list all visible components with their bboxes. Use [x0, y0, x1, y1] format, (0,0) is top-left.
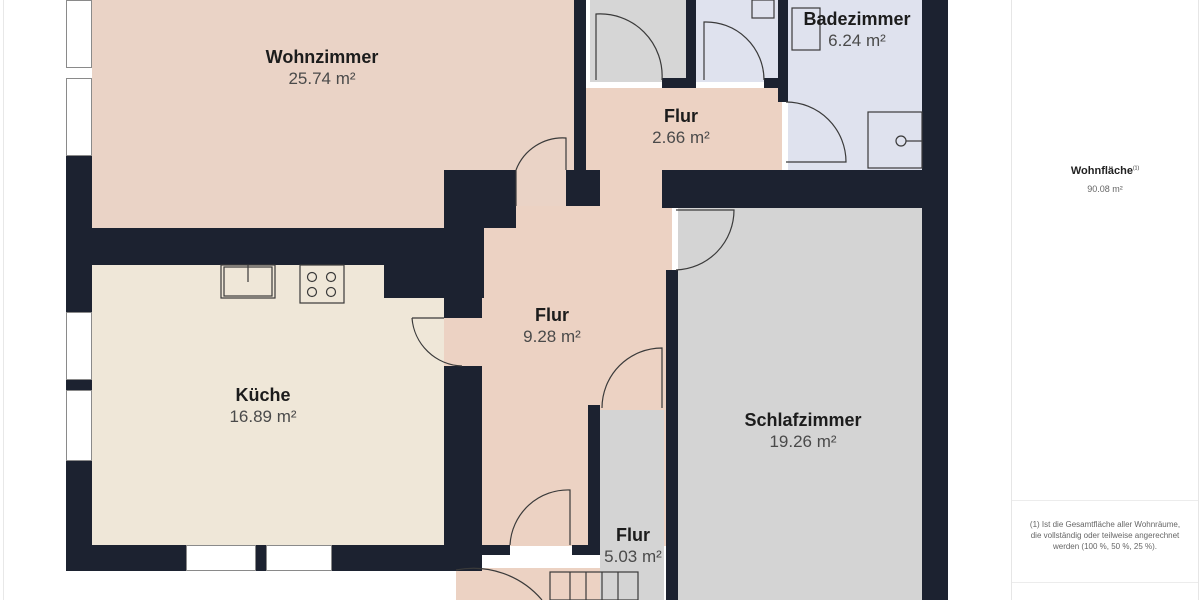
room-label-flur-mid: Flur 9.28 m²: [523, 304, 581, 348]
wall-kueche-east-2: [444, 366, 482, 546]
room-badezimmer[interactable]: [788, 0, 922, 170]
room-label-flur-bottom: Flur 5.03 m²: [604, 524, 662, 568]
page-edge: [3, 0, 4, 600]
room-wc[interactable]: [696, 0, 780, 82]
wall-flur-south-right: [572, 545, 600, 555]
fixtures-overlay: [220, 0, 923, 600]
panel-divider-top: [1012, 500, 1198, 501]
room-area: 25.74 m²: [288, 69, 356, 88]
room-label-badezimmer: Badezimmer 6.24 m²: [803, 8, 910, 52]
panel-divider-bottom: [1012, 582, 1198, 583]
wall-flur-schlaf: [662, 170, 948, 208]
info-panel: [1011, 0, 1199, 600]
room-area: 2.66 m²: [652, 128, 710, 147]
room-name: Badezimmer: [803, 9, 911, 29]
footnote: (1) Ist die Gesamtfläche aller Wohnräume…: [1029, 520, 1181, 551]
room-name: Schlafzimmer: [744, 410, 862, 430]
wall-flur-mid-west-lower: [444, 545, 482, 571]
wall-wohn-east-lower: [444, 170, 516, 228]
wall-storage-south: [662, 78, 692, 88]
window-south-1: [186, 545, 256, 571]
summary-label: Wohnfläche: [1070, 165, 1133, 177]
window-west-1: [66, 0, 92, 68]
room-name: Flur: [615, 525, 650, 545]
wall-flur-stub: [566, 170, 600, 206]
room-area: 19.26 m²: [769, 432, 837, 451]
room-name: Flur: [534, 305, 569, 325]
room-label-schlafzimmer: Schlafzimmer 19.26 m²: [744, 409, 861, 453]
wall-flur-bottom-west: [588, 405, 600, 555]
living-area-summary: Wohnfläche(1) 90.08 m²: [1012, 165, 1198, 194]
room-flur-top[interactable]: [586, 88, 782, 170]
wall-wc-bad: [778, 0, 788, 102]
wall-kueche-east: [444, 228, 482, 318]
wall-west-upper: [66, 156, 92, 234]
room-flur-mid-connector[interactable]: [600, 168, 662, 208]
wall-south-kueche-right: [332, 545, 456, 571]
wall-wohn-east: [574, 0, 586, 170]
wall-flur-south-left: [482, 545, 510, 555]
room-label-kueche: Küche 16.89 m²: [229, 384, 296, 428]
wall-bad-east: [922, 0, 948, 600]
room-area: 5.03 m²: [604, 547, 662, 566]
window-west-3: [66, 312, 92, 380]
wall-storage-divider: [686, 0, 696, 88]
window-west-4: [66, 390, 92, 461]
room-area: 9.28 m²: [523, 327, 581, 346]
room-name: Wohnzimmer: [265, 47, 379, 67]
wall-schlaf-west: [666, 270, 678, 600]
room-area: 16.89 m²: [229, 407, 297, 426]
wall-west-mid: [66, 380, 92, 390]
summary-value: 90.08 m²: [1087, 184, 1123, 194]
room-name: Küche: [235, 385, 291, 405]
summary-footnote-ref: (1): [1133, 165, 1140, 172]
wall-south-kueche: [66, 545, 186, 571]
room-entrance[interactable]: [456, 568, 606, 600]
wall-south-kueche-mid: [256, 545, 266, 571]
room-name: Flur: [663, 106, 698, 126]
room-label-wohnzimmer: Wohnzimmer 25.74 m²: [266, 46, 379, 90]
room-schlafzimmer[interactable]: [678, 208, 922, 600]
room-flur-mid-door-gap[interactable]: [444, 318, 484, 366]
room-label-flur-top: Flur 2.66 m²: [652, 105, 710, 149]
window-west-2: [66, 78, 92, 156]
room-flur-bottom[interactable]: [600, 410, 664, 600]
wall-wc-south: [764, 78, 788, 88]
room-area: 6.24 m²: [828, 31, 886, 50]
room-kueche-nook[interactable]: [384, 298, 444, 318]
window-south-2: [266, 545, 332, 571]
